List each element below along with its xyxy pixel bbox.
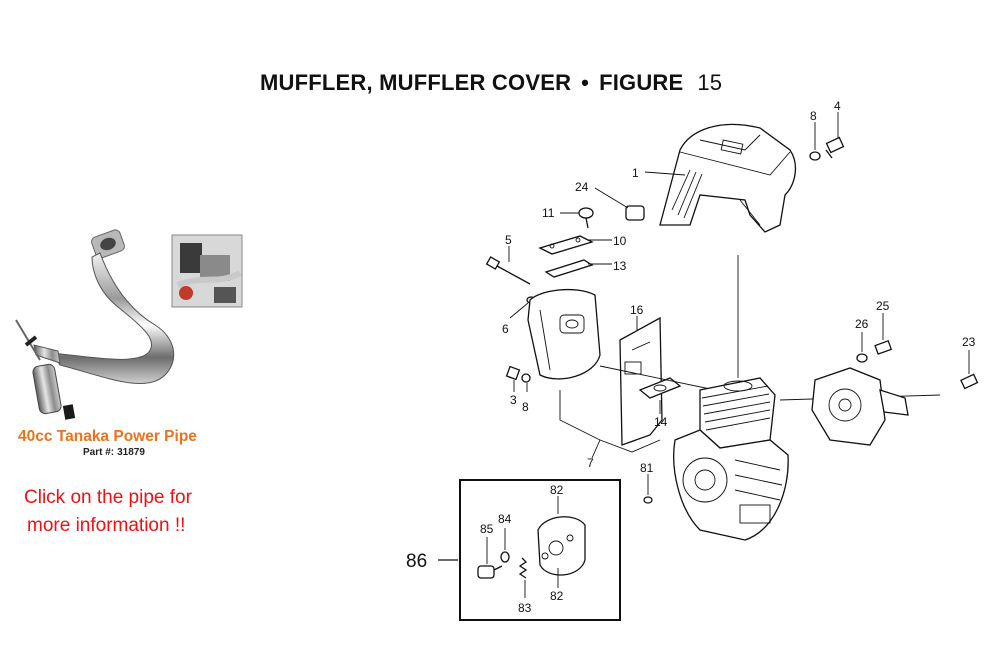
callout-11: 11	[542, 206, 555, 220]
click-instruction-line2[interactable]: more information !!	[27, 515, 186, 536]
muffler-cover-part[interactable]	[659, 123, 797, 233]
washer-part-81[interactable]	[643, 496, 653, 504]
callout-1: 1	[632, 166, 639, 180]
power-pipe-image	[15, 229, 243, 420]
power-pipe-image-link[interactable]	[0, 225, 250, 555]
callout-82-top: 82	[550, 483, 564, 497]
callout-8-top: 8	[810, 109, 817, 123]
grommet-part-24[interactable]	[625, 205, 645, 221]
screw-part-11[interactable]	[578, 207, 594, 229]
figure-number: 15	[697, 70, 723, 95]
engine-block-part[interactable]	[673, 377, 789, 541]
callout-81: 81	[640, 461, 654, 475]
starter-housing-part[interactable]	[811, 367, 909, 446]
screw-part-23[interactable]	[960, 373, 979, 390]
callout-83: 83	[518, 601, 532, 615]
callout-86: 86	[406, 551, 427, 572]
callout-24: 24	[575, 180, 589, 194]
clutch-shoe-part-82[interactable]	[537, 516, 586, 576]
washer-part-84[interactable]	[500, 551, 510, 563]
title-separator: •	[581, 70, 590, 95]
callout-13: 13	[613, 259, 627, 273]
callout-4: 4	[834, 99, 841, 113]
screw-part-25[interactable]	[874, 340, 893, 355]
plate-part-10[interactable]	[538, 235, 594, 255]
callout-6: 6	[502, 322, 509, 336]
title-text: MUFFLER, MUFFLER COVER	[260, 70, 572, 95]
gasket-part-16[interactable]	[619, 316, 663, 446]
gasket-part-14[interactable]	[638, 377, 682, 399]
callout-25: 25	[876, 299, 890, 313]
bolt-part-5[interactable]	[485, 256, 531, 285]
product-name: 40cc Tanaka Power Pipe	[18, 428, 197, 445]
washer-part-8-bottom[interactable]	[521, 373, 531, 383]
click-instruction-line1[interactable]: Click on the pipe for	[24, 487, 192, 508]
callout-8-bottom: 8	[522, 400, 529, 414]
part-number-value: 31879	[117, 447, 145, 458]
callout-82-bottom: 82	[550, 589, 564, 603]
callout-16: 16	[630, 303, 644, 317]
figure-label: FIGURE	[599, 70, 684, 95]
product-part-number: Part #:31879	[83, 447, 145, 458]
part-label: Part #:	[83, 447, 115, 458]
washer-part-26[interactable]	[856, 353, 868, 363]
plate-part-13[interactable]	[544, 259, 594, 278]
callout-26: 26	[855, 317, 869, 331]
figure-title: MUFFLER, MUFFLER COVER • FIGURE 15	[260, 70, 722, 96]
callout-5: 5	[505, 233, 512, 247]
muffler-body-part[interactable]	[527, 288, 601, 380]
screw-part-4[interactable]	[825, 136, 845, 159]
spring-part-83[interactable]	[518, 557, 528, 579]
callout-23: 23	[962, 335, 976, 349]
washer-part-8-top[interactable]	[809, 151, 821, 161]
bolt-part-85[interactable]	[477, 565, 503, 579]
callout-84: 84	[498, 512, 512, 526]
callout-10: 10	[613, 234, 627, 248]
callout-3: 3	[510, 393, 517, 407]
callout-85: 85	[480, 522, 494, 536]
callout-7: 7	[587, 456, 594, 470]
screw-part-3[interactable]	[505, 365, 521, 381]
callout-14: 14	[654, 415, 668, 429]
